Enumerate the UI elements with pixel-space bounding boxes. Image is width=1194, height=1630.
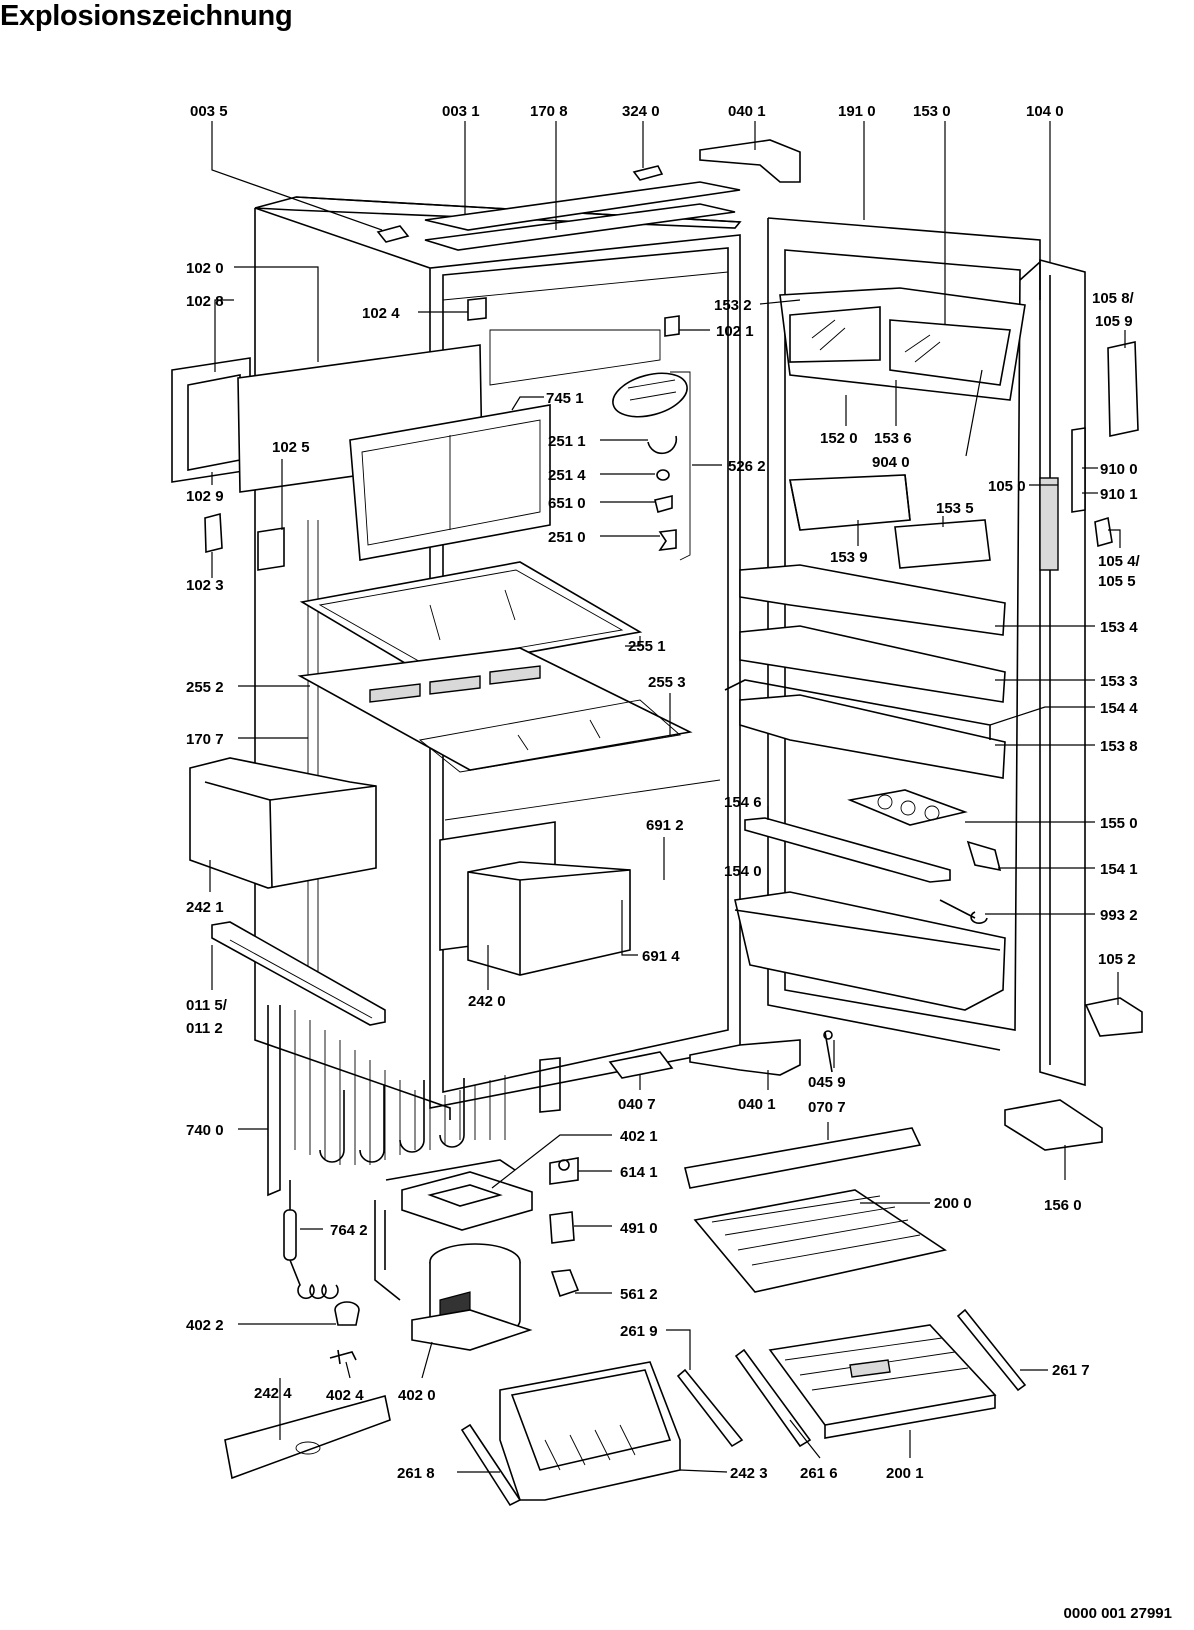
label-910-0: 910 0 <box>1100 461 1138 478</box>
condenser <box>267 1005 561 1197</box>
refrigerator-door <box>724 217 1143 1151</box>
page-title: Explosionszeichnung <box>0 0 293 32</box>
label-102-0: 102 0 <box>186 260 224 277</box>
label-904-0: 904 0 <box>872 454 910 471</box>
label-153-4: 153 4 <box>1100 619 1138 636</box>
label-170-8: 170 8 <box>530 103 568 120</box>
label-102-1: 102 1 <box>716 323 754 340</box>
cover-strip <box>211 921 386 1026</box>
capillary-dryer <box>283 1180 339 1300</box>
label-764-2: 764 2 <box>330 1222 368 1239</box>
label-261-6: 261 6 <box>800 1465 838 1482</box>
compressor <box>374 1159 533 1351</box>
label-255-2: 255 2 <box>186 679 224 696</box>
flap-242-4 <box>224 1395 391 1480</box>
label-102-8: 102 8 <box>186 293 224 310</box>
label-402-1: 402 1 <box>620 1128 658 1145</box>
freezer-door <box>171 297 680 571</box>
label-105-2: 105 2 <box>1098 951 1136 968</box>
label-102-5: 102 5 <box>272 439 310 456</box>
label-402-2: 402 2 <box>186 1317 224 1334</box>
small-parts <box>329 1051 674 1365</box>
label-105-9: 105 9 <box>1095 313 1133 330</box>
label-152-0: 152 0 <box>820 430 858 447</box>
label-910-1: 910 1 <box>1100 486 1138 503</box>
label-651-0: 651 0 <box>548 495 586 512</box>
label-261-8: 261 8 <box>397 1465 435 1482</box>
label-154-6: 154 6 <box>724 794 762 811</box>
label-251-0: 251 0 <box>548 529 586 546</box>
label-251-1: 251 1 <box>548 433 586 450</box>
label-153-8: 153 8 <box>1100 738 1138 755</box>
label-740-0: 740 0 <box>186 1122 224 1139</box>
label-011-2: 011 2 <box>186 1020 223 1037</box>
label-251-4: 251 4 <box>548 467 586 484</box>
glass-shelves <box>297 561 693 773</box>
label-003-1: 003 1 <box>442 103 480 120</box>
label-156-0: 156 0 <box>1044 1197 1082 1214</box>
label-491-0: 491 0 <box>620 1220 658 1237</box>
label-040-7: 040 7 <box>618 1096 656 1113</box>
label-102-3: 102 3 <box>186 577 224 594</box>
label-153-3: 153 3 <box>1100 673 1138 690</box>
thermostat-parts <box>612 371 691 561</box>
label-170-7: 170 7 <box>186 731 224 748</box>
label-561-2: 561 2 <box>620 1286 658 1303</box>
label-242-3: 242 3 <box>730 1465 768 1482</box>
label-105-4: 105 4/ <box>1098 553 1141 570</box>
label-691-4: 691 4 <box>642 948 680 965</box>
label-261-9: 261 9 <box>620 1323 658 1340</box>
label-242-0: 242 0 <box>468 993 506 1010</box>
label-003-5: 003 5 <box>190 103 228 120</box>
label-402-0: 402 0 <box>398 1387 436 1404</box>
label-526-2: 526 2 <box>728 458 766 475</box>
label-242-1: 242 1 <box>186 899 224 916</box>
label-153-9: 153 9 <box>830 549 868 566</box>
bottom-hinge <box>689 1030 833 1076</box>
label-011-5: 011 5/ <box>186 997 228 1014</box>
label-691-2: 691 2 <box>646 817 684 834</box>
label-993-2: 993 2 <box>1100 907 1138 924</box>
label-153-5: 153 5 <box>936 500 974 517</box>
label-070-7: 070 7 <box>808 1099 846 1116</box>
label-155-0: 155 0 <box>1100 815 1138 832</box>
label-614-1: 614 1 <box>620 1164 658 1181</box>
label-261-7: 261 7 <box>1052 1362 1090 1379</box>
part-labels: 003 5 003 1 170 8 324 0 040 1 191 0 153 … <box>186 103 1141 1482</box>
label-153-6: 153 6 <box>874 430 912 447</box>
label-242-4: 242 4 <box>254 1385 292 1402</box>
label-153-2: 153 2 <box>714 297 752 314</box>
label-105-8: 105 8/ <box>1092 290 1135 307</box>
label-104-0: 104 0 <box>1026 103 1064 120</box>
label-045-9: 045 9 <box>808 1074 846 1091</box>
label-200-0: 200 0 <box>934 1195 972 1212</box>
label-402-4: 402 4 <box>326 1387 364 1404</box>
label-154-1: 154 1 <box>1100 861 1138 878</box>
bottom-shelves <box>684 1127 997 1439</box>
document-number: 0000 001 27991 <box>1063 1605 1172 1622</box>
label-153-0: 153 0 <box>913 103 951 120</box>
label-324-0: 324 0 <box>622 103 660 120</box>
label-105-0: 105 0 <box>988 478 1026 495</box>
label-200-1: 200 1 <box>886 1465 924 1482</box>
label-255-3: 255 3 <box>648 674 686 691</box>
label-040-1-bottom: 040 1 <box>738 1096 776 1113</box>
label-040-1-top: 040 1 <box>728 103 766 120</box>
label-154-4: 154 4 <box>1100 700 1138 717</box>
label-745-1: 745 1 <box>546 390 584 407</box>
label-102-9: 102 9 <box>186 488 224 505</box>
label-191-0: 191 0 <box>838 103 876 120</box>
label-255-1: 255 1 <box>628 638 666 655</box>
leader-lines <box>209 121 1126 1473</box>
label-102-4: 102 4 <box>362 305 400 322</box>
crisper-drawer <box>460 1308 1027 1507</box>
label-154-0: 154 0 <box>724 863 762 880</box>
freezer-drawers <box>189 757 631 976</box>
label-105-5: 105 5 <box>1098 573 1136 590</box>
top-rails <box>376 139 801 251</box>
